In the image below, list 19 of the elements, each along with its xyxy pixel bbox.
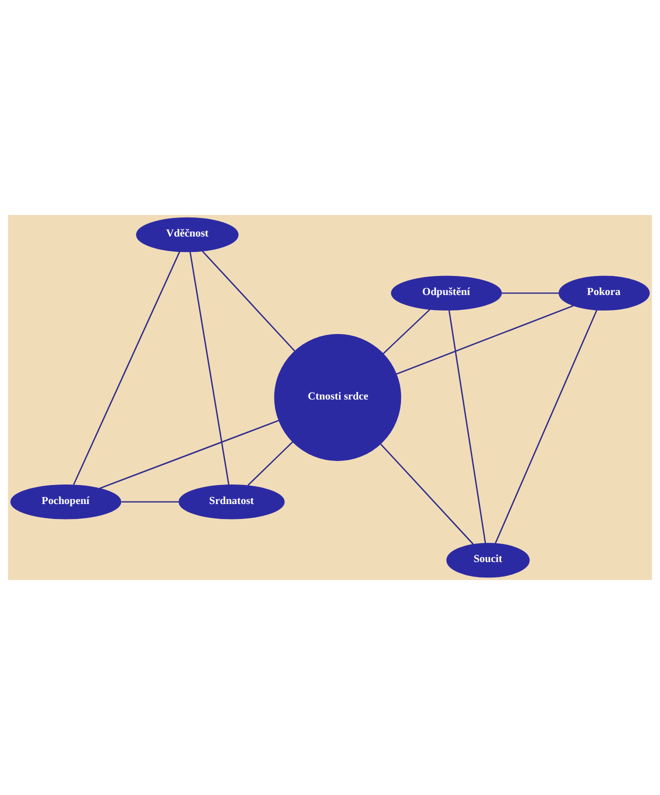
connector — [494, 310, 598, 544]
node-ellipse: Pochopení — [10, 484, 122, 520]
connector — [247, 441, 294, 486]
node-ellipse: Soucit — [446, 542, 530, 578]
connector — [189, 252, 230, 485]
connector — [502, 292, 559, 294]
node-circle: Ctnosti srdce — [274, 334, 402, 461]
node-ellipse: Srdnatost — [178, 484, 285, 520]
connector — [72, 251, 180, 486]
connector — [396, 305, 574, 375]
node-ellipse: Vděčnost — [136, 217, 239, 252]
connector — [382, 308, 430, 354]
node-ellipse: Pokora — [558, 276, 650, 310]
connector — [448, 310, 486, 544]
connector — [202, 250, 296, 352]
connector — [121, 501, 179, 503]
connector — [99, 420, 279, 490]
connector — [380, 443, 474, 545]
node-ellipse: Odpuštění — [391, 276, 502, 310]
